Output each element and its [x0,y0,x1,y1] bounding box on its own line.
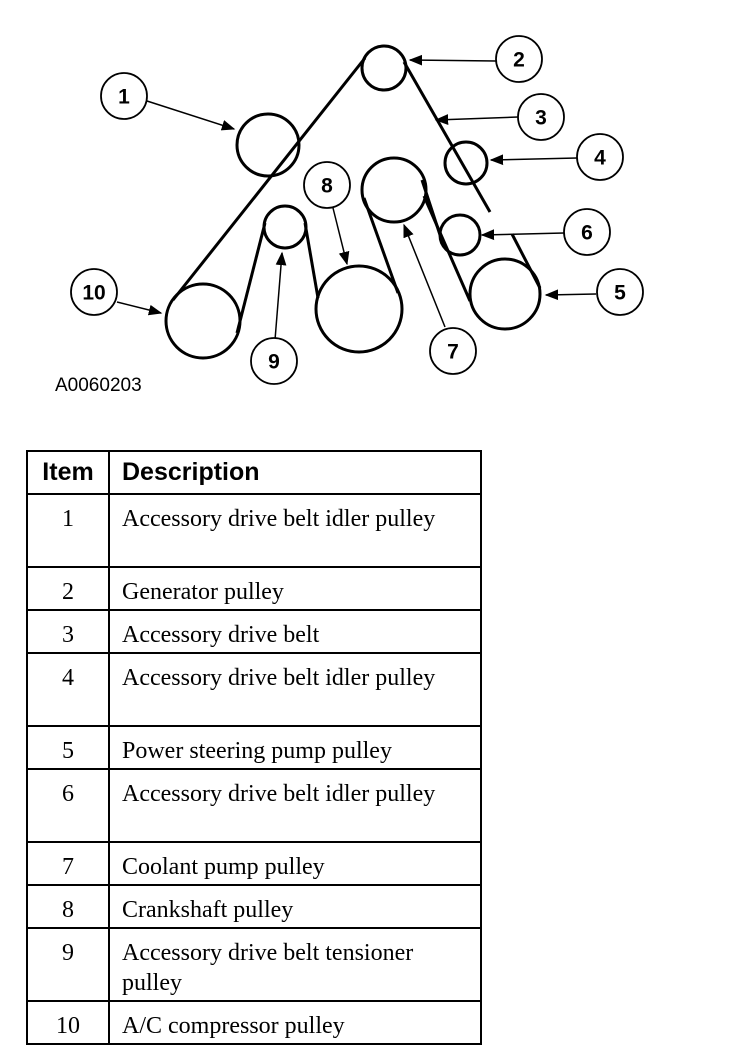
item-number: 5 [26,725,110,770]
figure-code: A0060203 [55,375,142,396]
table-row: 10 A/C compressor pulley [26,1000,482,1045]
item-description: Accessory drive belt idler pulley [108,652,482,727]
item-description: Accessory drive belt idler pulley [108,493,482,568]
coolant-pump-pulley [360,156,428,224]
belt-routing-diagram: 1 2 3 4 5 6 7 8 [0,0,736,410]
callout-6: 6 [563,208,611,256]
item-number: 10 [26,1000,110,1045]
callouts: 1 2 3 4 5 6 7 8 [70,35,644,385]
callout-1-label: 1 [118,86,130,109]
item-description: Accessory drive belt idler pulley [108,768,482,843]
header-item: Item [26,450,110,495]
item-number: 9 [26,927,110,1002]
callout-9: 9 [250,337,298,385]
tensioner-pulley [262,204,308,250]
table-row: 7 Coolant pump pulley [26,841,482,886]
callout-6-label: 6 [581,222,593,245]
table-row: 9 Accessory drive belt tensioner pulley [26,927,482,1002]
table-row: 5 Power steering pump pulley [26,725,482,770]
item-number: 3 [26,609,110,654]
item-description: Generator pulley [108,566,482,611]
crankshaft-pulley [314,264,404,354]
table-row: 6 Accessory drive belt idler pulley [26,768,482,843]
callout-3-label: 3 [535,107,547,130]
item-description: A/C compressor pulley [108,1000,482,1045]
callout-2-label: 2 [513,49,525,72]
item-number: 2 [26,566,110,611]
callout-4: 4 [576,133,624,181]
callout-9-label: 9 [268,351,280,374]
accessory-drive-belt [171,57,542,334]
table-header-row: Item Description [26,450,482,495]
callout-2: 2 [495,35,543,83]
idler-pulley-1 [235,112,301,178]
table-row: 2 Generator pulley [26,566,482,611]
item-number: 1 [26,493,110,568]
item-description: Coolant pump pulley [108,841,482,886]
callout-10: 10 [70,268,118,316]
callout-7-label: 7 [447,341,459,364]
legend-table: Item Description 1 Accessory drive belt … [26,450,482,1045]
item-description: Power steering pump pulley [108,725,482,770]
callout-10-label: 10 [82,282,105,305]
item-number: 7 [26,841,110,886]
item-description: Accessory drive belt [108,609,482,654]
item-description: Crankshaft pulley [108,884,482,929]
callout-8: 8 [303,161,351,209]
callout-1: 1 [100,72,148,120]
header-description: Description [108,450,482,495]
table-row: 4 Accessory drive belt idler pulley [26,652,482,727]
item-number: 4 [26,652,110,727]
item-number: 8 [26,884,110,929]
callout-8-label: 8 [321,175,333,198]
callout-3: 3 [517,93,565,141]
leader-arrows [116,54,597,341]
item-number: 6 [26,768,110,843]
idler-pulley-4 [443,140,489,186]
callout-4-label: 4 [594,147,606,170]
callout-7: 7 [429,327,477,375]
power-steering-pump-pulley [468,257,542,331]
generator-pulley [360,44,408,92]
callout-5-label: 5 [614,282,626,305]
table-row: 3 Accessory drive belt [26,609,482,654]
callout-5: 5 [596,268,644,316]
table-row: 1 Accessory drive belt idler pulley [26,493,482,568]
item-description: Accessory drive belt tensioner pulley [108,927,482,1002]
table-row: 8 Crankshaft pulley [26,884,482,929]
